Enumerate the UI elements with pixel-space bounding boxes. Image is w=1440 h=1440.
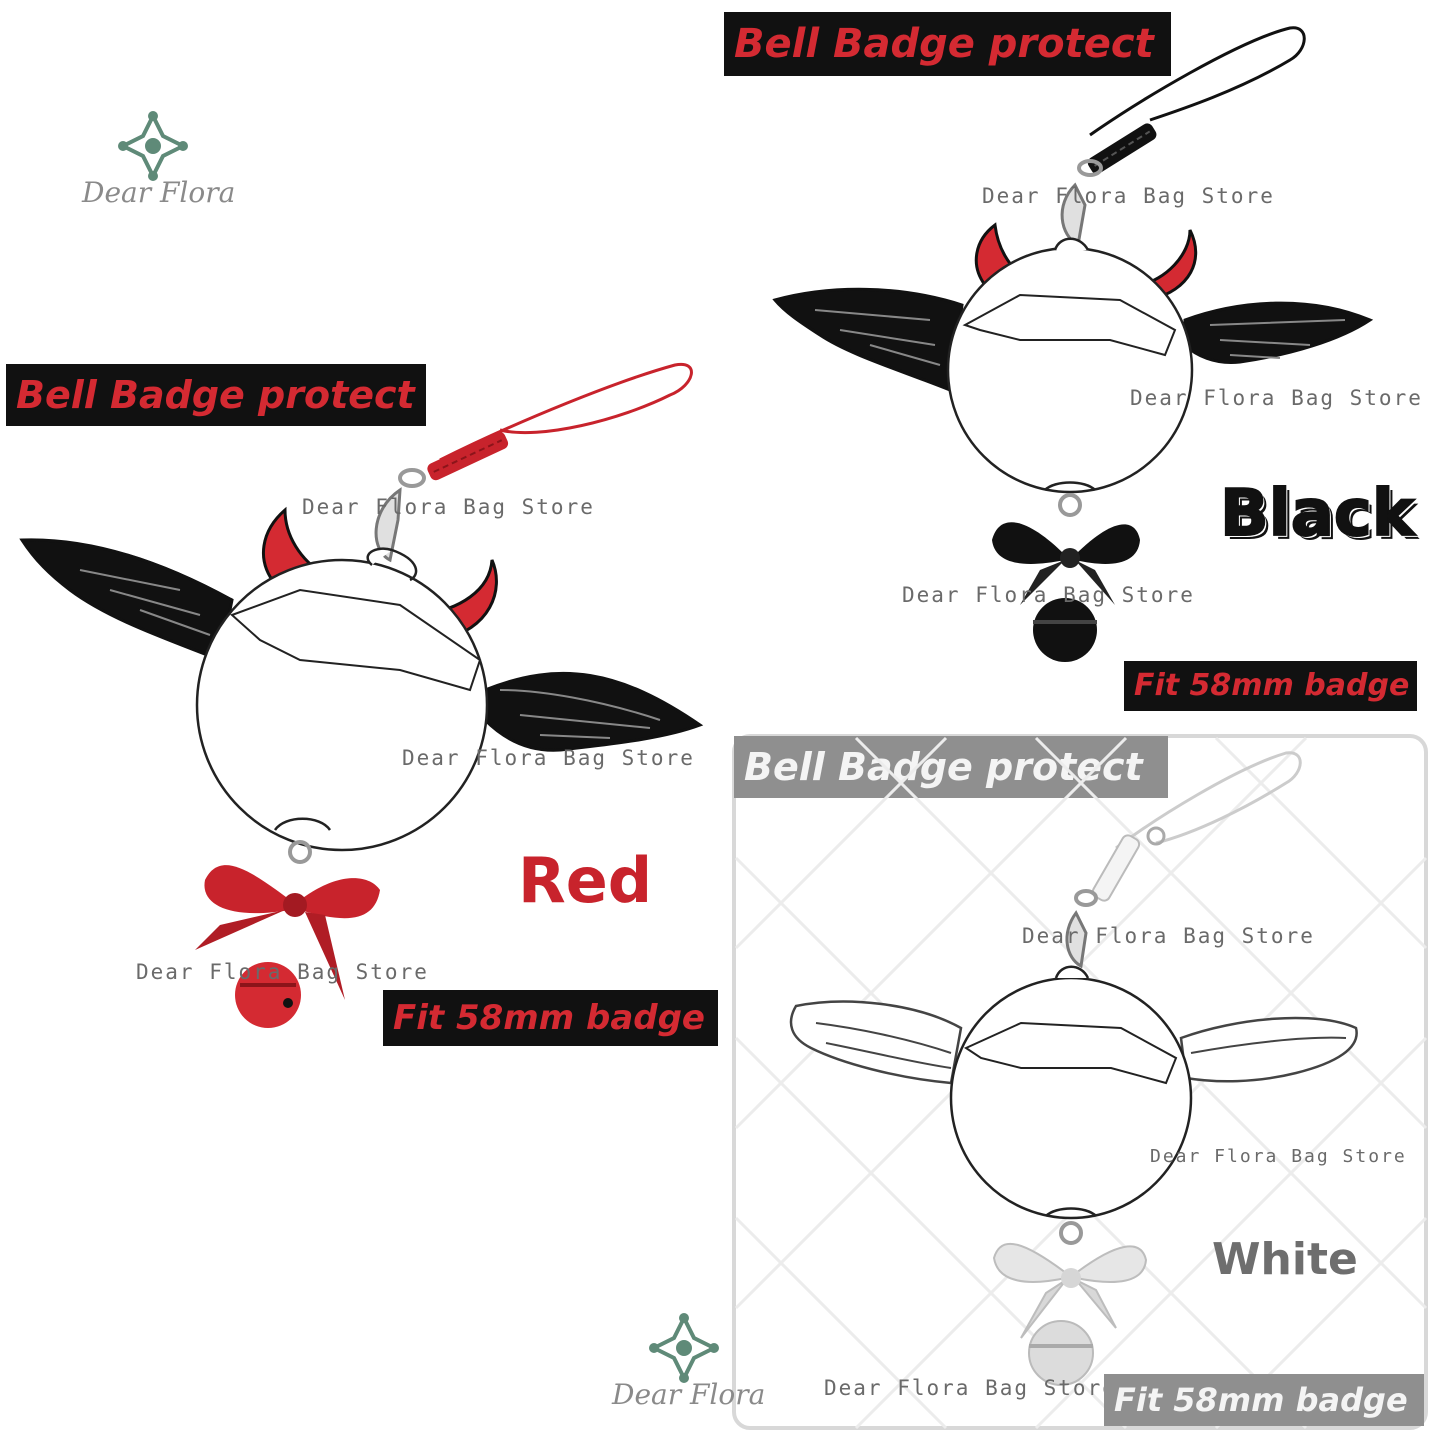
panel-white-color-label: White — [1212, 1234, 1358, 1285]
panel-black-fit-label: Fit 58mm badge — [1124, 661, 1417, 711]
bat-badge-holder-red — [19, 362, 704, 1028]
panel-red-color-label: Red — [518, 844, 653, 917]
watermark: Dear Flora Bag Store — [1130, 386, 1423, 410]
watermark: Dear Flora Bag Store — [402, 746, 695, 770]
panel-white-fit-label: Fit 58mm badge — [1104, 1374, 1424, 1426]
panel-black: Bell Badge protect Dear Flora B — [720, 0, 1440, 720]
angel-badge-holder-white — [734, 736, 1428, 1430]
watermark: Dear Flora Bag Store — [982, 184, 1275, 208]
brand-logo-bottom: Dear Flora — [604, 1312, 774, 1422]
watermark: Dear Flora Bag Store — [302, 495, 595, 519]
panel-red: Bell Badge protect — [0, 0, 730, 1100]
diamond-flower-icon — [649, 1313, 719, 1383]
diamond-flower-icon — [118, 111, 188, 181]
bat-badge-holder-black — [772, 26, 1374, 662]
panel-red-title: Bell Badge protect — [6, 364, 426, 426]
watermark: Dear Flora Bag Store — [136, 960, 429, 984]
watermark: Dear Flora Bag Store — [902, 583, 1195, 607]
brand-name: Dear Flora — [82, 176, 236, 209]
watermark: Dear Flora Bag Store — [824, 1376, 1117, 1400]
panel-red-fit-label: Fit 58mm badge — [383, 990, 718, 1046]
panel-black-title: Bell Badge protect — [724, 12, 1171, 76]
watermark: Dear Flora Bag Store — [1150, 1146, 1407, 1167]
brand-logo: Dear Flora — [70, 108, 240, 218]
panel-black-color-label: Black — [1219, 477, 1415, 551]
watermark: Dear Flora Bag Store — [1022, 924, 1315, 948]
panel-white: Bell Badge protect — [732, 734, 1428, 1430]
brand-name: Dear Flora — [612, 1378, 766, 1411]
